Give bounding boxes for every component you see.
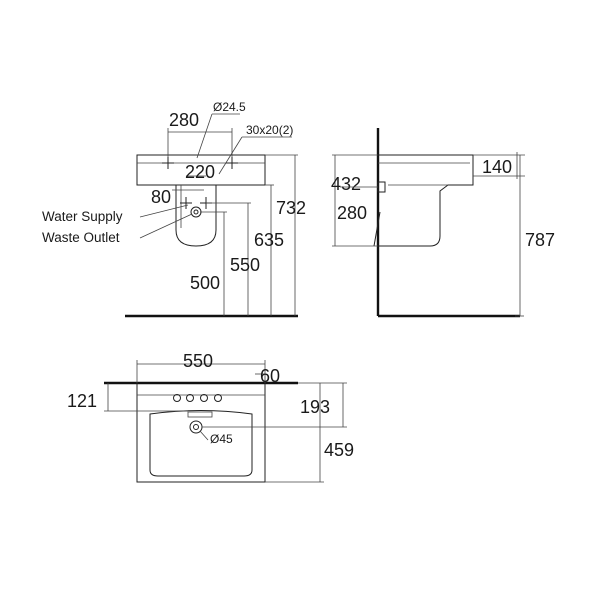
side-view: 432 280 140 787 — [331, 128, 555, 318]
front-pedestal — [175, 185, 217, 247]
dim-635: 635 — [254, 230, 284, 250]
dim-459: 459 — [324, 440, 354, 460]
top-tap-hole-1 — [173, 394, 181, 402]
front-tap-hole-left — [162, 157, 174, 169]
top-tap-hole-3 — [200, 394, 208, 402]
dim-550-top: 550 — [183, 351, 213, 371]
front-view: 280 Ø24.5 30x20(2) 220 80 Water Supply W… — [42, 100, 306, 318]
dim-500: 500 — [190, 273, 220, 293]
dim-432: 432 — [331, 174, 361, 194]
dim-140: 140 — [482, 157, 512, 177]
dim-550-front: 550 — [230, 255, 260, 275]
top-bowl-outline — [149, 410, 253, 477]
top-overflow-slot — [187, 411, 213, 418]
dim-220: 220 — [185, 162, 215, 182]
dim-60: 60 — [260, 366, 280, 386]
top-tap-hole-2 — [186, 394, 194, 402]
front-tap-hole-right — [226, 157, 238, 169]
top-tap-hole-4 — [214, 394, 222, 402]
front-waste-outlet-circle — [190, 206, 202, 218]
side-basin-profile — [378, 154, 474, 247]
leader-30x20 — [218, 136, 243, 175]
front-waste-outlet-inner — [193, 209, 199, 215]
dim-787: 787 — [525, 230, 555, 250]
side-hatch — [373, 211, 381, 247]
dim-dia-45: Ø45 — [210, 432, 233, 446]
dim-193: 193 — [300, 397, 330, 417]
dim-80: 80 — [151, 187, 171, 207]
top-basin-outline — [136, 383, 266, 483]
dim-280-side: 280 — [337, 203, 367, 223]
top-view: 550 60 121 193 Ø45 459 — [67, 351, 354, 483]
top-drain-inner — [193, 424, 199, 430]
leader-waste-outlet — [139, 213, 193, 239]
label-water-supply: Water Supply — [42, 209, 123, 224]
dim-121: 121 — [67, 391, 97, 411]
front-supply-point-left — [180, 197, 192, 209]
label-waste-outlet: Waste Outlet — [42, 230, 120, 245]
dim-30x20: 30x20(2) — [246, 123, 293, 137]
leader-45 — [199, 430, 209, 441]
dim-280: 280 — [169, 110, 199, 130]
leader-water-supply — [139, 204, 189, 218]
leader-24-5 — [196, 113, 213, 159]
dim-dia-24-5: Ø24.5 — [213, 100, 246, 114]
front-basin-body — [136, 154, 266, 186]
dim-732: 732 — [276, 198, 306, 218]
